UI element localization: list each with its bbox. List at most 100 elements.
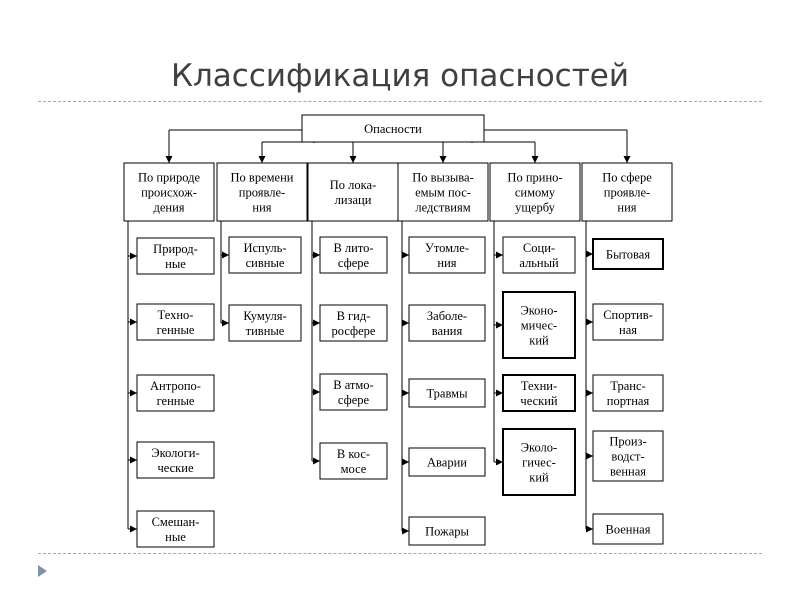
item-node-1-1: Природ-ные (136, 237, 215, 275)
bottom-separator (38, 553, 762, 554)
item-node-5-3-label: ческий (520, 394, 557, 408)
item-node-5-1-label: альный (519, 256, 559, 270)
item-node-4-1-label: Утомле- (425, 241, 469, 255)
item-node-6-5-label: Военная (606, 523, 651, 537)
item-node-1-2: Техно-генные (136, 303, 215, 341)
item-node-5-2-label: кий (529, 334, 549, 348)
item-node-1-3-label: генные (157, 394, 195, 408)
item-node-3-2-label: В гид- (337, 309, 371, 323)
item-node-5-3-label: Техни- (521, 379, 557, 393)
item-node-2-1: Испуль-сивные (228, 236, 302, 274)
item-node-3-4: В кос-мосе (319, 442, 388, 480)
item-node-1-4-label: Экологи- (151, 446, 199, 460)
item-node-3-1: В лито-сфере (319, 236, 388, 274)
item-node-1-4-label: ческие (157, 461, 193, 475)
category-node-4: По вызыва-емым пос-ледствиям (397, 162, 489, 222)
item-node-3-4-label: В кос- (337, 447, 370, 461)
category-node-1-label: дения (153, 201, 184, 215)
category-node-2-label: По времени (231, 171, 294, 185)
item-node-4-3-label: Травмы (427, 387, 469, 401)
item-node-4-4: Аварии (408, 447, 486, 477)
item-node-6-4-label: водст- (611, 450, 644, 464)
item-node-4-2-label: вания (432, 324, 463, 338)
item-node-4-1-label: ния (437, 256, 456, 270)
item-node-6-1-label: Бытовая (606, 248, 650, 262)
item-node-5-4-label: кий (529, 471, 549, 485)
category-node-2-label: проявле- (239, 186, 285, 200)
category-node-5-label: По прино- (507, 171, 562, 185)
item-node-4-5: Пожары (408, 516, 486, 546)
item-node-5-4: Эколо-гичес-кий (502, 428, 576, 496)
item-node-5-3: Техни-ческий (502, 374, 576, 412)
item-node-1-2-label: генные (157, 323, 195, 337)
root-node-hazards: Опасности (301, 114, 485, 143)
root-node-hazards-label: Опасности (364, 122, 422, 136)
item-node-1-5: Смешан-ные (136, 510, 215, 548)
item-node-6-2: Спортив-ная (592, 303, 664, 341)
category-node-5-label: симому (515, 186, 556, 200)
item-node-5-4-label: гичес- (522, 456, 556, 470)
item-node-6-4-label: венная (610, 465, 646, 479)
item-node-6-3-label: портная (607, 394, 650, 408)
item-node-3-4-label: мосе (341, 462, 367, 476)
category-node-2-label: ния (252, 201, 271, 215)
item-node-2-1-label: Испуль- (243, 241, 286, 255)
item-node-5-2-label: Эконо- (520, 304, 557, 318)
item-node-6-3-label: Транс- (610, 379, 645, 393)
item-node-2-2: Кумуля-тивные (228, 304, 302, 342)
title-separator (38, 101, 762, 102)
category-node-3-label: По лока- (330, 178, 376, 192)
item-node-4-3: Травмы (408, 378, 486, 408)
item-node-3-1-label: сфере (338, 256, 370, 270)
item-node-4-2-label: Заболе- (427, 309, 467, 323)
category-node-6-label: ния (617, 201, 636, 215)
item-node-4-2: Заболе-вания (408, 304, 486, 342)
item-node-1-1-label: ные (165, 257, 186, 271)
category-node-4-label: По вызыва- (412, 171, 474, 185)
category-node-6-label: По сфере (602, 171, 652, 185)
item-node-2-2-label: Кумуля- (243, 309, 286, 323)
item-node-4-1: Утомле-ния (408, 236, 486, 274)
item-node-3-3-label: сфере (338, 393, 370, 407)
item-node-6-5: Военная (592, 513, 664, 545)
item-node-3-2-label: росфере (332, 324, 376, 338)
item-node-1-3-label: Антропо- (150, 379, 201, 393)
bullet-triangle-icon (38, 565, 47, 577)
item-node-5-2-label: мичес- (521, 319, 557, 333)
page-title: Классификация опасностей (170, 58, 629, 94)
item-node-3-1-label: В лито- (333, 241, 373, 255)
item-node-5-1-label: Соци- (523, 241, 555, 255)
item-node-3-3: В атмо-сфере (319, 373, 388, 411)
item-node-6-3: Транс-портная (592, 374, 664, 412)
item-node-1-2-label: Техно- (158, 308, 194, 322)
item-node-1-5-label: ные (165, 530, 186, 544)
item-node-3-2: В гид-росфере (319, 304, 388, 342)
item-node-6-1: Бытовая (592, 238, 664, 270)
item-node-6-4: Произ-водст-венная (592, 430, 664, 482)
item-node-1-5-label: Смешан- (152, 515, 200, 529)
item-node-6-2-label: Спортив- (603, 308, 653, 322)
item-node-6-4-label: Произ- (609, 435, 646, 449)
item-node-5-4-label: Эколо- (521, 441, 557, 455)
item-node-2-1-label: сивные (246, 256, 285, 270)
item-node-4-5-label: Пожары (425, 525, 469, 539)
category-node-4-label: ледствиям (415, 201, 470, 215)
item-node-1-3: Антропо-генные (136, 374, 215, 412)
category-node-1-label: По природе (138, 171, 201, 185)
item-node-5-2: Эконо-мичес-кий (502, 291, 576, 359)
category-node-6-label: проявле- (604, 186, 650, 200)
category-node-3-label: лизаци (335, 193, 372, 207)
category-node-4-label: емым пос- (415, 186, 471, 200)
item-node-1-1-label: Природ- (153, 242, 198, 256)
category-node-1-label: происхож- (141, 186, 197, 200)
category-node-3: По лока-лизаци (307, 162, 399, 222)
item-node-5-1: Соци-альный (502, 236, 576, 274)
item-node-2-2-label: тивные (246, 324, 285, 338)
item-node-6-2-label: ная (619, 323, 637, 337)
item-node-3-3-label: В атмо- (333, 378, 373, 392)
